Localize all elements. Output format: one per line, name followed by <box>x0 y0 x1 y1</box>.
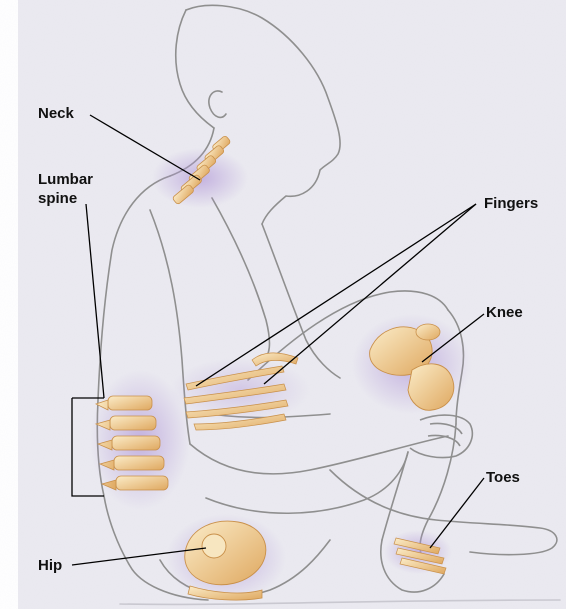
label-toes: Toes <box>486 469 520 486</box>
label-lumbar-line2: spine <box>38 190 77 207</box>
label-fingers: Fingers <box>484 195 538 212</box>
label-lumbar-line1: Lumbar <box>38 171 93 188</box>
hip-bones <box>166 514 286 602</box>
toe-bones <box>384 530 452 574</box>
knee-bones <box>352 314 472 414</box>
label-hip: Hip <box>38 557 62 574</box>
label-neck: Neck <box>38 105 75 122</box>
label-knee: Knee <box>486 304 523 321</box>
